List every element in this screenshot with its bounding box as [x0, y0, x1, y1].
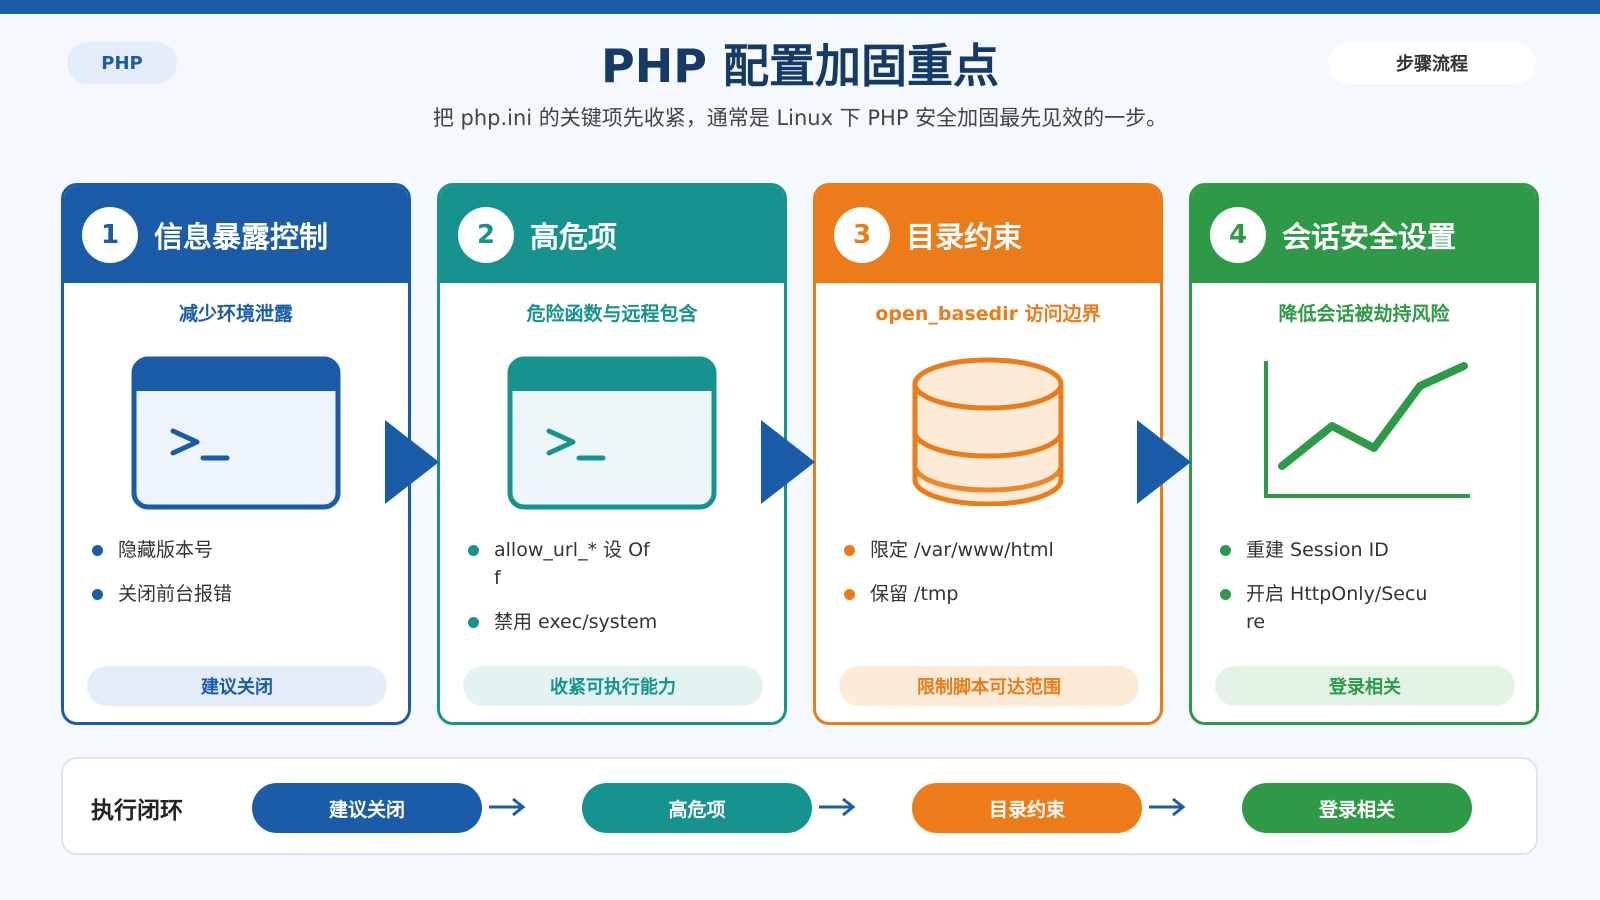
card-header: 2 高危项	[440, 186, 784, 283]
card-session-security: 4 会话安全设置 降低会话被劫持风险 重建 Session ID 开启 Http…	[1189, 183, 1539, 725]
step-number: 3	[834, 206, 890, 263]
loop-step: 目录约束	[912, 783, 1142, 833]
loop-step: 登录相关	[1242, 783, 1472, 833]
page-subtitle: 把 php.ini 的关键项先收紧，通常是 Linux 下 PHP 安全加固最先…	[432, 106, 1168, 130]
card-subtitle: 降低会话被劫持风险	[1278, 303, 1450, 325]
flow-arrow-icon	[385, 420, 439, 504]
card-info-exposure: 1 信息暴露控制 减少环境泄露 隐藏版本号 关闭前台报错 建议关闭	[61, 183, 411, 725]
card-header: 1 信息暴露控制	[64, 186, 408, 283]
card-header: 4 会话安全设置	[1192, 186, 1536, 283]
php-tag: PHP	[67, 42, 177, 84]
card-high-risk: 2 高危项 危险函数与远程包含 allow_url_* 设 Of f 禁用 ex…	[437, 183, 787, 725]
bullet-list: allow_url_* 设 Of f 禁用 exec/system	[468, 536, 768, 652]
list-item: allow_url_* 设 Of f	[468, 536, 768, 592]
database-icon	[816, 356, 1160, 526]
list-item: 限定 /var/www/html	[844, 536, 1144, 564]
card-subtitle: 危险函数与远程包含	[526, 303, 698, 325]
flow-arrow-icon	[1137, 420, 1191, 504]
right-arrow-icon	[489, 797, 526, 817]
loop-step: 高危项	[582, 783, 812, 833]
page-title: PHP 配置加固重点	[601, 39, 999, 93]
card-title: 会话安全设置	[1282, 219, 1457, 254]
top-accent-bar	[0, 0, 1600, 14]
list-item: 禁用 exec/system	[468, 608, 768, 636]
list-item: 关闭前台报错	[92, 580, 392, 608]
step-number: 4	[1210, 206, 1266, 263]
flow-arrow-icon	[761, 420, 815, 504]
card-summary-pill: 收紧可执行能力	[463, 666, 763, 706]
step-number: 1	[82, 206, 138, 263]
card-subtitle: 减少环境泄露	[178, 303, 293, 325]
bullet-list: 重建 Session ID 开启 HttpOnly/Secu re	[1220, 536, 1520, 652]
terminal-icon	[64, 356, 408, 526]
card-summary-pill: 限制脚本可达范围	[839, 666, 1139, 706]
list-item: 重建 Session ID	[1220, 536, 1520, 564]
card-summary-pill: 登录相关	[1215, 666, 1515, 706]
card-directory-limit: 3 目录约束 open_basedir 访问边界 限定 /var/www/htm…	[813, 183, 1163, 725]
card-title: 信息暴露控制	[154, 219, 329, 254]
execution-loop-panel: 执行闭环 建议关闭 高危项 目录约束 登录相关	[61, 757, 1538, 855]
right-arrow-icon	[819, 797, 856, 817]
card-summary-pill: 建议关闭	[87, 666, 387, 706]
line-chart-icon	[1192, 356, 1536, 526]
step-number: 2	[458, 206, 514, 263]
right-arrow-icon	[1149, 797, 1186, 817]
terminal-icon	[440, 356, 784, 526]
loop-label: 执行闭环	[91, 798, 183, 824]
bullet-list: 隐藏版本号 关闭前台报错	[92, 536, 392, 624]
list-item: 保留 /tmp	[844, 580, 1144, 608]
loop-step: 建议关闭	[252, 783, 482, 833]
card-header: 3 目录约束	[816, 186, 1160, 283]
card-title: 目录约束	[906, 219, 1023, 254]
flow-tag: 步骤流程	[1328, 42, 1536, 84]
list-item: 开启 HttpOnly/Secu re	[1220, 580, 1520, 636]
card-subtitle: open_basedir 访问边界	[875, 303, 1101, 325]
bullet-list: 限定 /var/www/html 保留 /tmp	[844, 536, 1144, 624]
card-title: 高危项	[530, 219, 618, 254]
list-item: 隐藏版本号	[92, 536, 392, 564]
